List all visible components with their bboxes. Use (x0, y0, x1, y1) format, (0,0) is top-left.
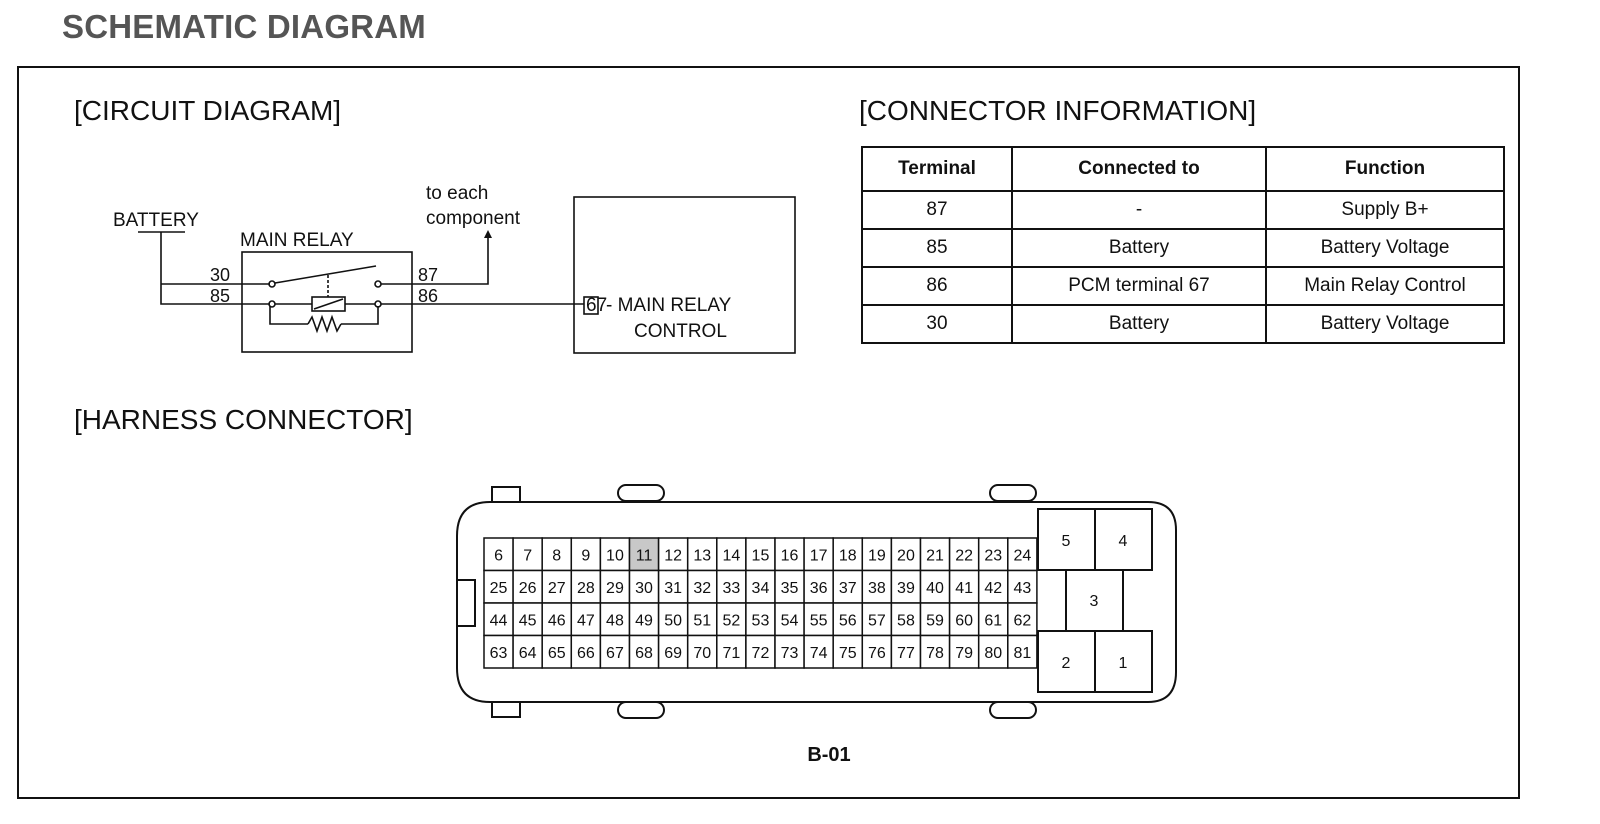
page-title: SCHEMATIC DIAGRAM (62, 8, 426, 45)
cell-function: Supply B+ (1265, 190, 1505, 230)
cell-terminal: 86 (861, 266, 1013, 306)
cell-function: Main Relay Control (1265, 266, 1505, 306)
table-row: 86 PCM terminal 67 Main Relay Control (861, 266, 1505, 306)
cell-terminal: 85 (861, 228, 1013, 268)
header-terminal: Terminal (861, 146, 1013, 192)
cell-connected-to: Battery (1011, 228, 1267, 268)
table-row: 30 Battery Battery Voltage (861, 304, 1505, 344)
connector-information-heading: [CONNECTOR INFORMATION] (859, 95, 1257, 126)
cell-terminal: 30 (861, 304, 1013, 344)
header-function: Function (1265, 146, 1505, 192)
cell-connected-to: - (1011, 190, 1267, 230)
table-header-row: Terminal Connected to Function (861, 146, 1505, 192)
cell-function: Battery Voltage (1265, 304, 1505, 344)
diagram-frame (17, 66, 1520, 799)
cell-connected-to: Battery (1011, 304, 1267, 344)
cell-function: Battery Voltage (1265, 228, 1505, 268)
harness-connector-heading: [HARNESS CONNECTOR] (74, 404, 413, 435)
cell-connected-to: PCM terminal 67 (1011, 266, 1267, 306)
connector-id-label: B-01 (807, 744, 851, 766)
table-row: 87 - Supply B+ (861, 190, 1505, 230)
circuit-diagram-heading: [CIRCUIT DIAGRAM] (74, 95, 342, 126)
header-connected-to: Connected to (1011, 146, 1267, 192)
cell-terminal: 87 (861, 190, 1013, 230)
connector-info-table: Terminal Connected to Function 87 - Supp… (861, 146, 1505, 344)
table-row: 85 Battery Battery Voltage (861, 228, 1505, 268)
